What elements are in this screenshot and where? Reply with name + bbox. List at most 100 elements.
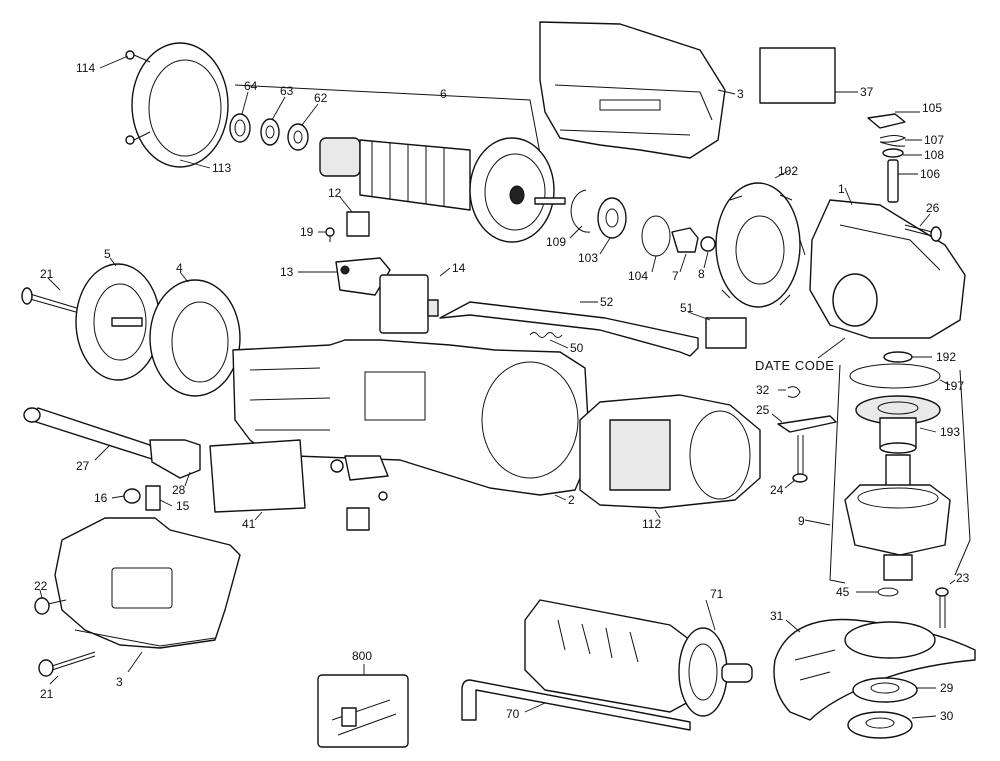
spindle-assembly-9 — [844, 454, 951, 581]
part-label-2: 2 — [568, 493, 575, 507]
washer-108 — [882, 148, 904, 158]
part-label-103: 103 — [578, 251, 598, 265]
field-coil-112 — [579, 394, 761, 509]
part-label-25: 25 — [756, 403, 770, 417]
part-label-106: 106 — [920, 167, 940, 181]
part-label-112: 112 — [642, 517, 661, 531]
gear-case-1 — [809, 199, 966, 339]
part-label-51: 51 — [680, 301, 694, 315]
label-plate-37 — [759, 47, 836, 104]
retaining-ring-109 — [570, 189, 591, 233]
side-handle-71 — [524, 599, 753, 717]
end-cap-disc-113 — [125, 42, 229, 168]
part-label-13: 13 — [280, 265, 294, 279]
part-label-5: 5 — [104, 247, 111, 261]
part-label-16: 16 — [94, 491, 108, 505]
spring-50 — [529, 332, 563, 338]
hex-key-70 — [461, 679, 691, 731]
part-label-12: 12 — [328, 186, 342, 200]
part-label-113: 113 — [212, 161, 231, 175]
part-label-45: 45 — [836, 585, 850, 599]
side-handle-27 — [23, 407, 201, 479]
part-label-26: 26 — [926, 201, 940, 215]
part-label-3-bottom: 3 — [116, 675, 123, 689]
screw-19 — [325, 227, 335, 242]
o-ring-104 — [641, 215, 671, 257]
nut-8 — [700, 236, 716, 252]
switch-rod-52 — [439, 301, 699, 357]
part-label-109: 109 — [546, 235, 566, 249]
part-label-24: 24 — [770, 483, 784, 497]
pinion-7 — [671, 227, 699, 253]
part-label-21-left: 21 — [40, 267, 54, 281]
slider-51 — [705, 317, 747, 349]
part-label-28: 28 — [172, 483, 186, 497]
screw-23 — [935, 587, 949, 628]
ring-192 — [883, 351, 913, 363]
part-label-197: 197 — [944, 379, 964, 393]
screw-26 — [904, 224, 942, 242]
part-label-50: 50 — [570, 341, 584, 355]
flange-29 — [852, 677, 918, 703]
part-label-62: 62 — [314, 91, 328, 105]
screw-16 — [123, 488, 141, 504]
carbon-brush-12 — [346, 211, 370, 237]
part-label-63: 63 — [280, 84, 294, 98]
bearing-193 — [855, 395, 941, 454]
lever-25 — [777, 415, 837, 433]
part-label-3-top: 3 — [737, 87, 744, 101]
spring-32 — [787, 386, 801, 398]
part-label-1: 1 — [838, 182, 845, 196]
part-label-23: 23 — [956, 571, 970, 585]
part-label-71: 71 — [710, 587, 724, 601]
wheel-guard-31 — [773, 618, 976, 721]
switch-14 — [379, 274, 439, 334]
spindle-lock-pin-106 — [887, 159, 899, 203]
part-label-800: 800 — [352, 649, 372, 663]
part-label-41: 41 — [242, 517, 256, 531]
part-label-22: 22 — [34, 579, 48, 593]
part-label-29: 29 — [940, 681, 954, 695]
group-9-bracket-right — [954, 369, 971, 576]
washer-63 — [260, 118, 280, 146]
part-label-8: 8 — [698, 267, 705, 281]
part-label-52: 52 — [600, 295, 614, 309]
part-label-15: 15 — [176, 499, 190, 513]
part-label-114: 114 — [76, 61, 95, 75]
part-label-102: 102 — [778, 164, 798, 178]
part-label-4: 4 — [176, 261, 183, 275]
washer-62 — [287, 123, 309, 151]
screw-21-bottom — [38, 651, 96, 677]
part-label-27: 27 — [76, 459, 90, 473]
part-label-105: 105 — [922, 101, 942, 115]
end-bell-4 — [149, 279, 241, 397]
spring-107 — [879, 135, 907, 147]
spindle-lock-button-105 — [867, 113, 906, 129]
brush-holder-lower — [330, 455, 389, 531]
part-label-21-bottom: 21 — [40, 687, 54, 701]
part-label-108: 108 — [924, 148, 944, 162]
group-9-bracket — [829, 364, 846, 584]
part-label-70: 70 — [506, 707, 520, 721]
flange-nut-30 — [847, 711, 913, 739]
label-plate-41 — [209, 439, 306, 513]
date-code-label: DATE CODE — [755, 358, 834, 373]
part-label-14: 14 — [452, 261, 466, 275]
bearing-103 — [597, 197, 627, 239]
gear-housing-top-3 — [539, 21, 726, 159]
gear-housing-bottom-3 — [54, 517, 241, 649]
screw-22 — [34, 597, 67, 615]
part-label-19: 19 — [300, 225, 314, 239]
armature-6 — [234, 84, 566, 243]
baffle-102 — [715, 182, 806, 308]
part-label-107: 107 — [924, 133, 944, 147]
kit-800-box — [317, 674, 409, 748]
o-ring-197 — [849, 363, 941, 389]
part-label-193: 193 — [940, 425, 960, 439]
ring-45 — [877, 587, 899, 597]
part-label-104: 104 — [628, 269, 648, 283]
part-label-7: 7 — [672, 269, 679, 283]
screw-24 — [792, 435, 808, 483]
bearing-64 — [229, 113, 251, 143]
